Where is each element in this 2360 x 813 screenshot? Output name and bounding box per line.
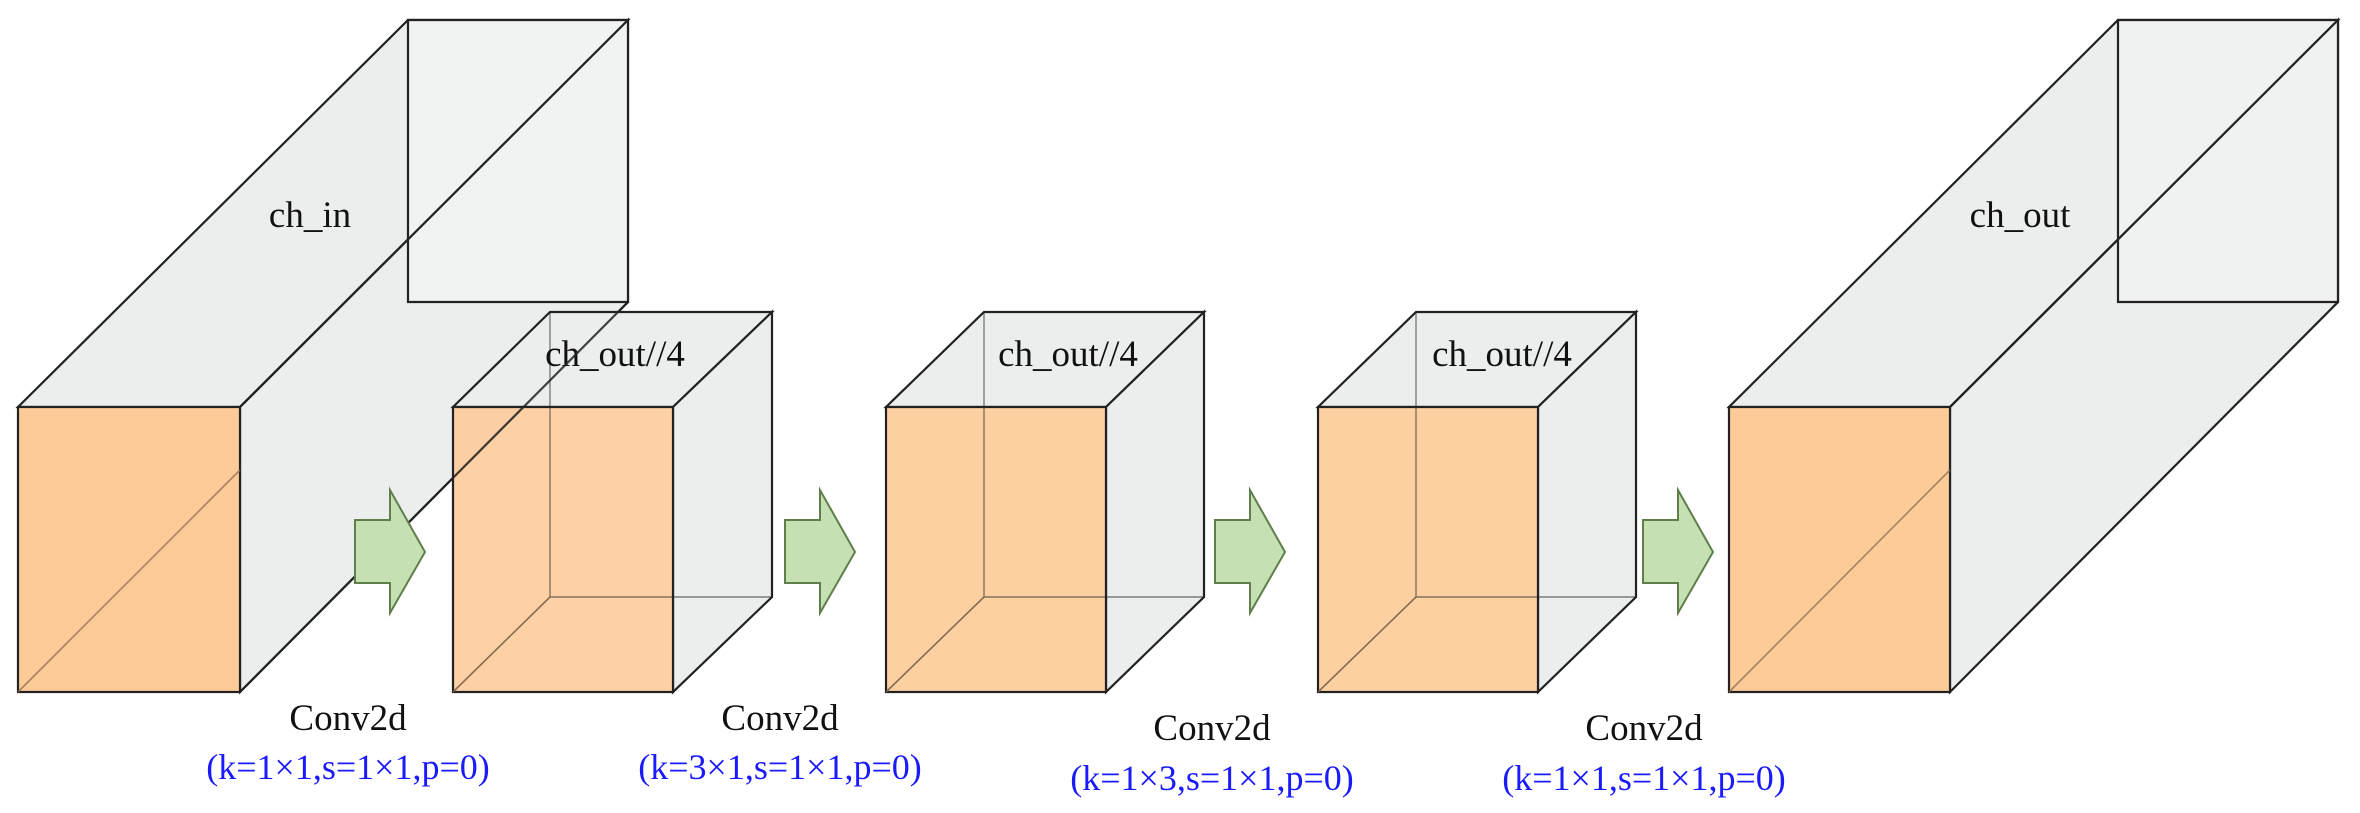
arrow-right-icon: [1642, 486, 1715, 617]
block-label-ch-in: ch_in: [269, 195, 351, 236]
block-label-ch-out-4-b: ch_out//4: [998, 334, 1138, 375]
arrow-right-icon: [1214, 486, 1287, 617]
op-name-3: Conv2d: [1153, 708, 1271, 749]
block-label-ch-out-4-a: ch_out//4: [545, 334, 685, 375]
op-params-3: (k=1×3,s=1×1,p=0): [1070, 758, 1354, 798]
block-label-ch-out-4-c: ch_out//4: [1432, 334, 1572, 375]
arrow-right-icon: [784, 486, 857, 617]
block-ch-out-4-a: ch_out//4: [450, 309, 775, 695]
op-params-2: (k=3×1,s=1×1,p=0): [638, 747, 922, 787]
block-ch-in-back-face: [406, 18, 630, 304]
op-name-1: Conv2d: [289, 698, 407, 739]
block-ch-out-4-b: ch_out//4: [883, 309, 1207, 695]
op-params-1: (k=1×1,s=1×1,p=0): [206, 747, 490, 787]
op-name-2: Conv2d: [721, 698, 839, 739]
op-name-4: Conv2d: [1585, 708, 1703, 749]
block-ch-out: ch_out: [1726, 17, 2341, 695]
block-label-ch-out: ch_out: [1970, 195, 2071, 236]
block-ch-out-4-c: ch_out//4: [1315, 309, 1639, 695]
arrow-right-icon: [354, 486, 427, 617]
op-params-4: (k=1×1,s=1×1,p=0): [1502, 758, 1786, 798]
